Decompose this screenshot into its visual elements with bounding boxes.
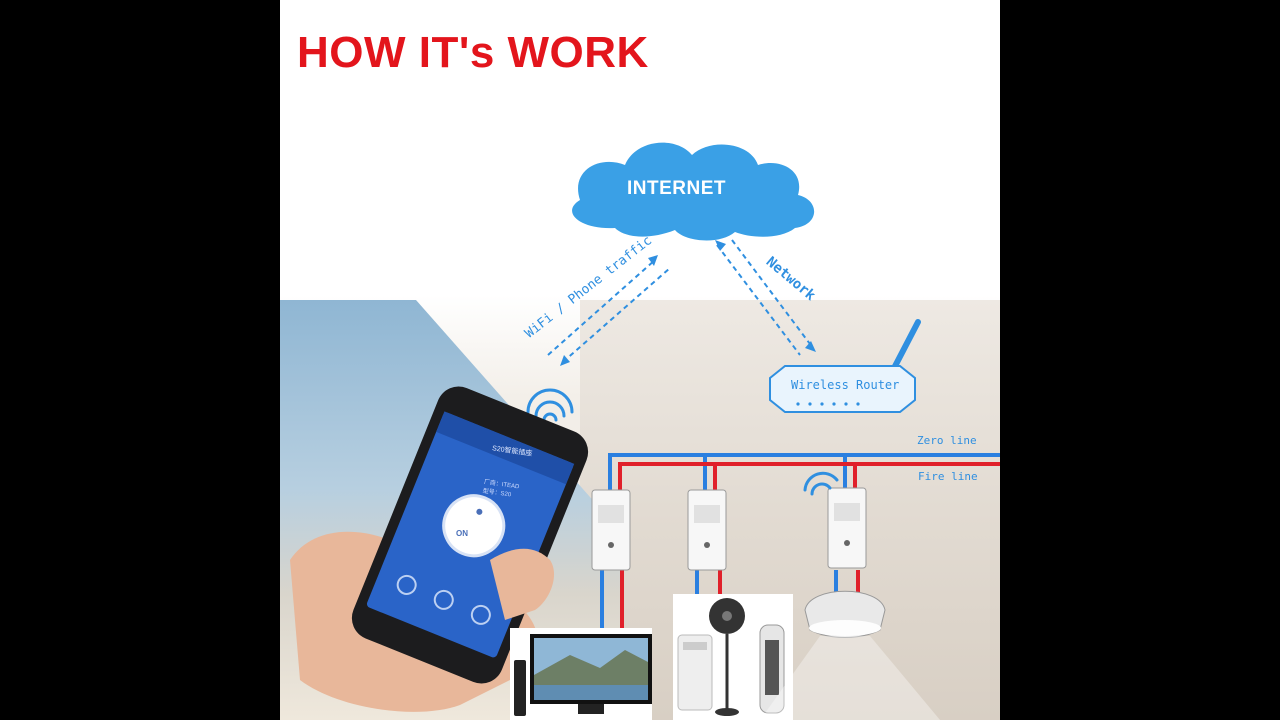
fire-line-wire [618, 462, 1000, 630]
fan-heater-appliance-icon [673, 594, 793, 720]
fire-line-label: Fire line [918, 470, 978, 483]
switch-module-2 [687, 489, 727, 571]
page-title: HOW IT's WORK [297, 28, 649, 77]
phone-on-button[interactable]: ON [456, 529, 468, 538]
ceiling-lamp-icon [760, 590, 940, 720]
tv-appliance-icon [510, 628, 652, 720]
switch-module-3 [827, 487, 867, 569]
diagram-graphics [290, 142, 1000, 720]
internet-cloud-icon [572, 142, 815, 241]
wifi-signal-icon [526, 388, 574, 422]
switch-module-1 [591, 489, 631, 571]
wireless-router-label: Wireless Router [791, 378, 900, 392]
diagram-canvas: HOW IT's WORK INTERNET WiFi / Phone traf… [280, 0, 1000, 720]
wifi-traffic-arrows [547, 255, 671, 366]
wifi-signal-icon [803, 471, 839, 496]
smartphone-icon [290, 386, 589, 712]
network-arrows [715, 239, 816, 356]
wireless-router-icon [769, 319, 921, 413]
zero-line-label: Zero line [917, 434, 977, 447]
internet-label: INTERNET [627, 178, 726, 199]
